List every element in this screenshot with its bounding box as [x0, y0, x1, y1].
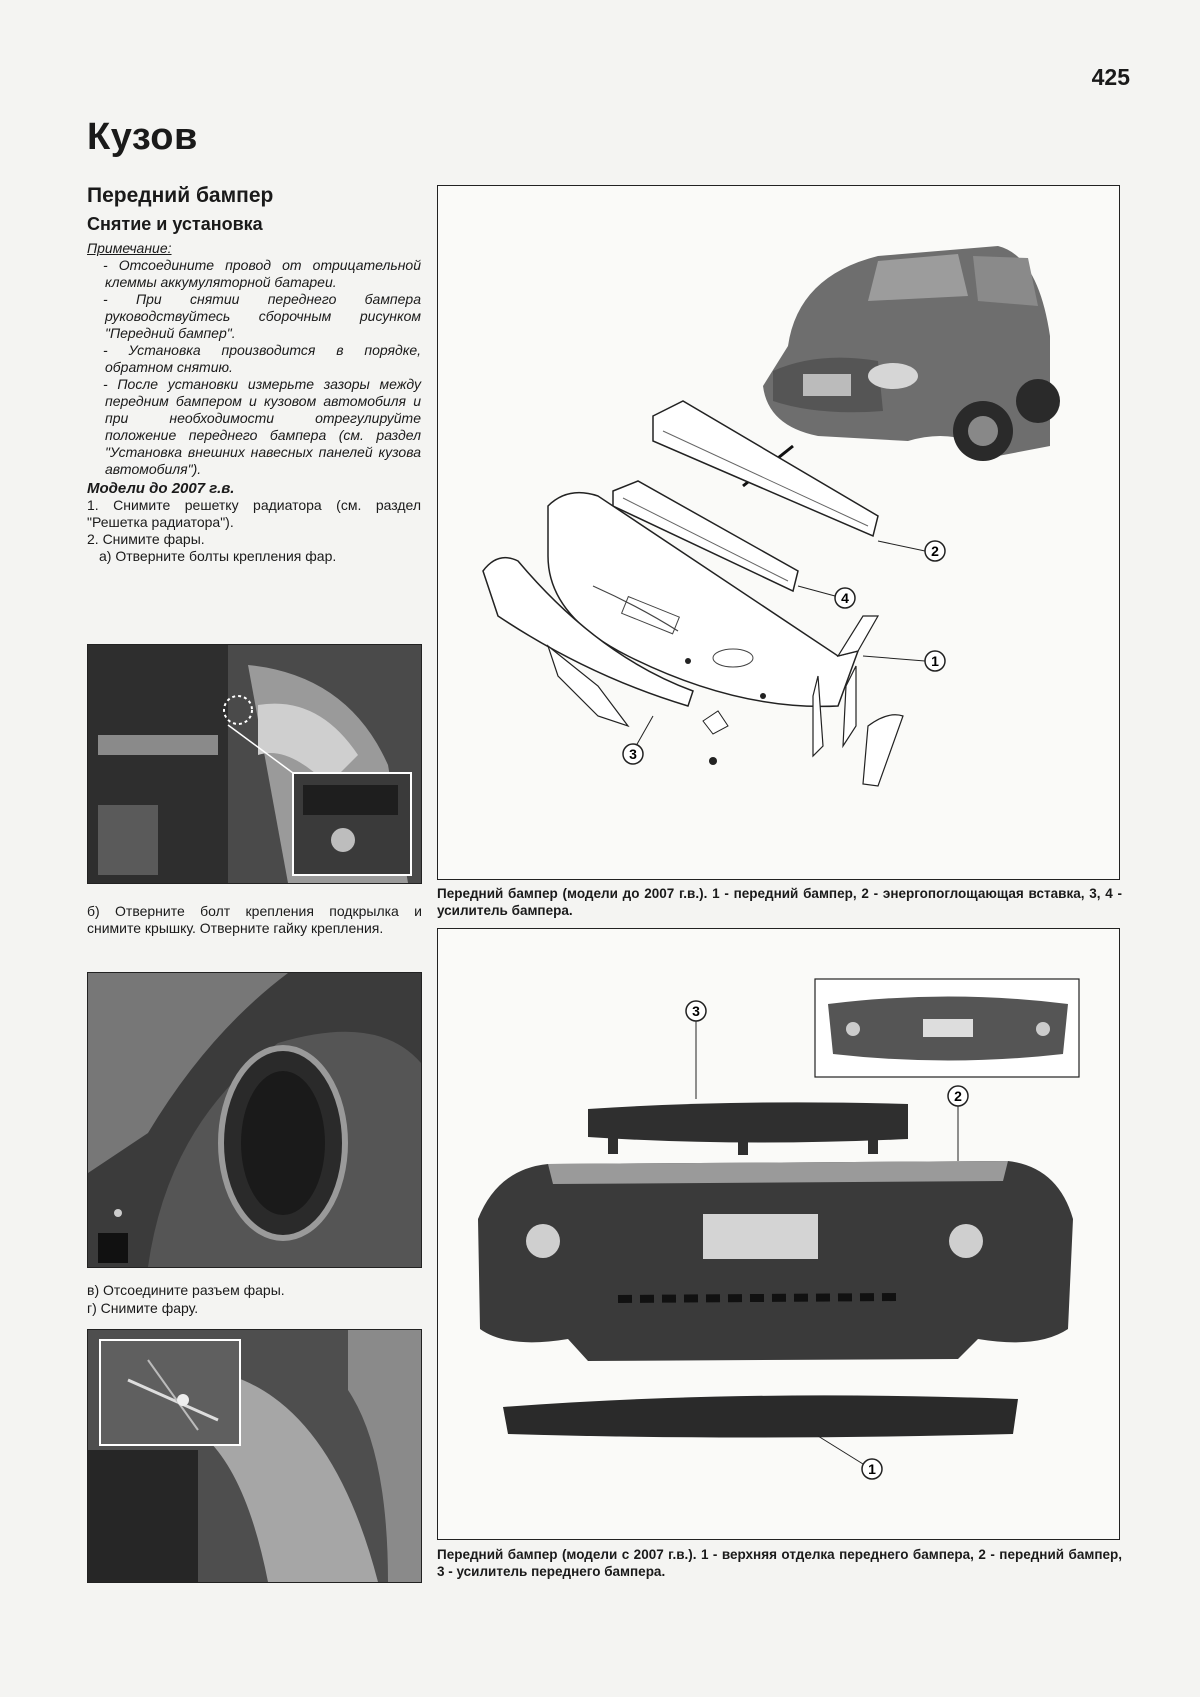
figure-2-caption: Передний бампер (модели с 2007 г.в.). 1 … [437, 1547, 1122, 1579]
callout-2-label: 2 [931, 543, 939, 559]
callout-3 [685, 1000, 707, 1022]
callout-2 [947, 1085, 969, 1107]
note-item: - После установки измерьте зазоры между … [103, 376, 421, 477]
callout-4 [834, 587, 856, 609]
note-item: - Отсоедините провод от отрицательной кл… [103, 257, 421, 290]
section-title: Кузов [87, 116, 198, 158]
callout-1 [861, 1458, 883, 1480]
callout-1-label: 1 [868, 1461, 876, 1477]
figure-1-caption: Передний бампер (модели до 2007 г.в.). 1… [437, 886, 1122, 918]
callout-2 [924, 540, 946, 562]
callout-3 [622, 743, 644, 765]
step-2v: в) Отсоедините разъем фары. [87, 1282, 285, 1298]
procedure-title: Снятие и установка [87, 214, 263, 234]
step-2g: г) Снимите фару. [87, 1300, 199, 1316]
part-absorber [652, 400, 879, 538]
models-heading: Модели до 2007 г.в. [87, 480, 235, 497]
figure-bumper-2007: 3 2 1 [437, 928, 1120, 1540]
suv-image [763, 246, 1060, 461]
note-heading: Примечание: [87, 240, 172, 256]
callout-4-label: 4 [841, 590, 849, 606]
note-block: Примечание: - Отсоедините провод от отри… [87, 240, 421, 565]
part-reinforcement-lower [482, 556, 694, 707]
part-front-bumper [478, 1161, 1073, 1361]
subsection-title: Передний бампер [87, 184, 274, 207]
part-front-bumper [547, 491, 860, 708]
callout-2-label: 2 [954, 1088, 962, 1104]
part-reinforcement [588, 1102, 908, 1143]
photo-headlight-removal [87, 1329, 422, 1583]
callout-3-label: 3 [629, 746, 637, 762]
note-item: - Установка производится в порядке, обра… [103, 342, 421, 375]
callout-1 [924, 650, 946, 672]
inset-bumper-image [814, 978, 1080, 1078]
step-1: 1. Снимите решетку радиатора (см. раздел… [87, 497, 421, 530]
step-2: 2. Снимите фары. [87, 531, 205, 547]
callout-1-label: 1 [931, 653, 939, 669]
page-number: 425 [1091, 64, 1130, 90]
step-2a: а) Отверните болты крепления фар. [99, 548, 337, 564]
step-2b: б) Отверните болт крепления подкрылка и … [87, 903, 422, 936]
part-reinforcement-upper [612, 480, 799, 593]
photo-headlight-bolts [87, 644, 422, 884]
part-upper-trim [503, 1395, 1018, 1438]
callout-3-label: 3 [692, 1003, 700, 1019]
figure-bumper-pre2007: 2 4 1 3 [437, 185, 1120, 880]
note-item: - При снятии переднего бампера руководст… [103, 291, 421, 341]
photo-fender-liner [87, 972, 422, 1268]
